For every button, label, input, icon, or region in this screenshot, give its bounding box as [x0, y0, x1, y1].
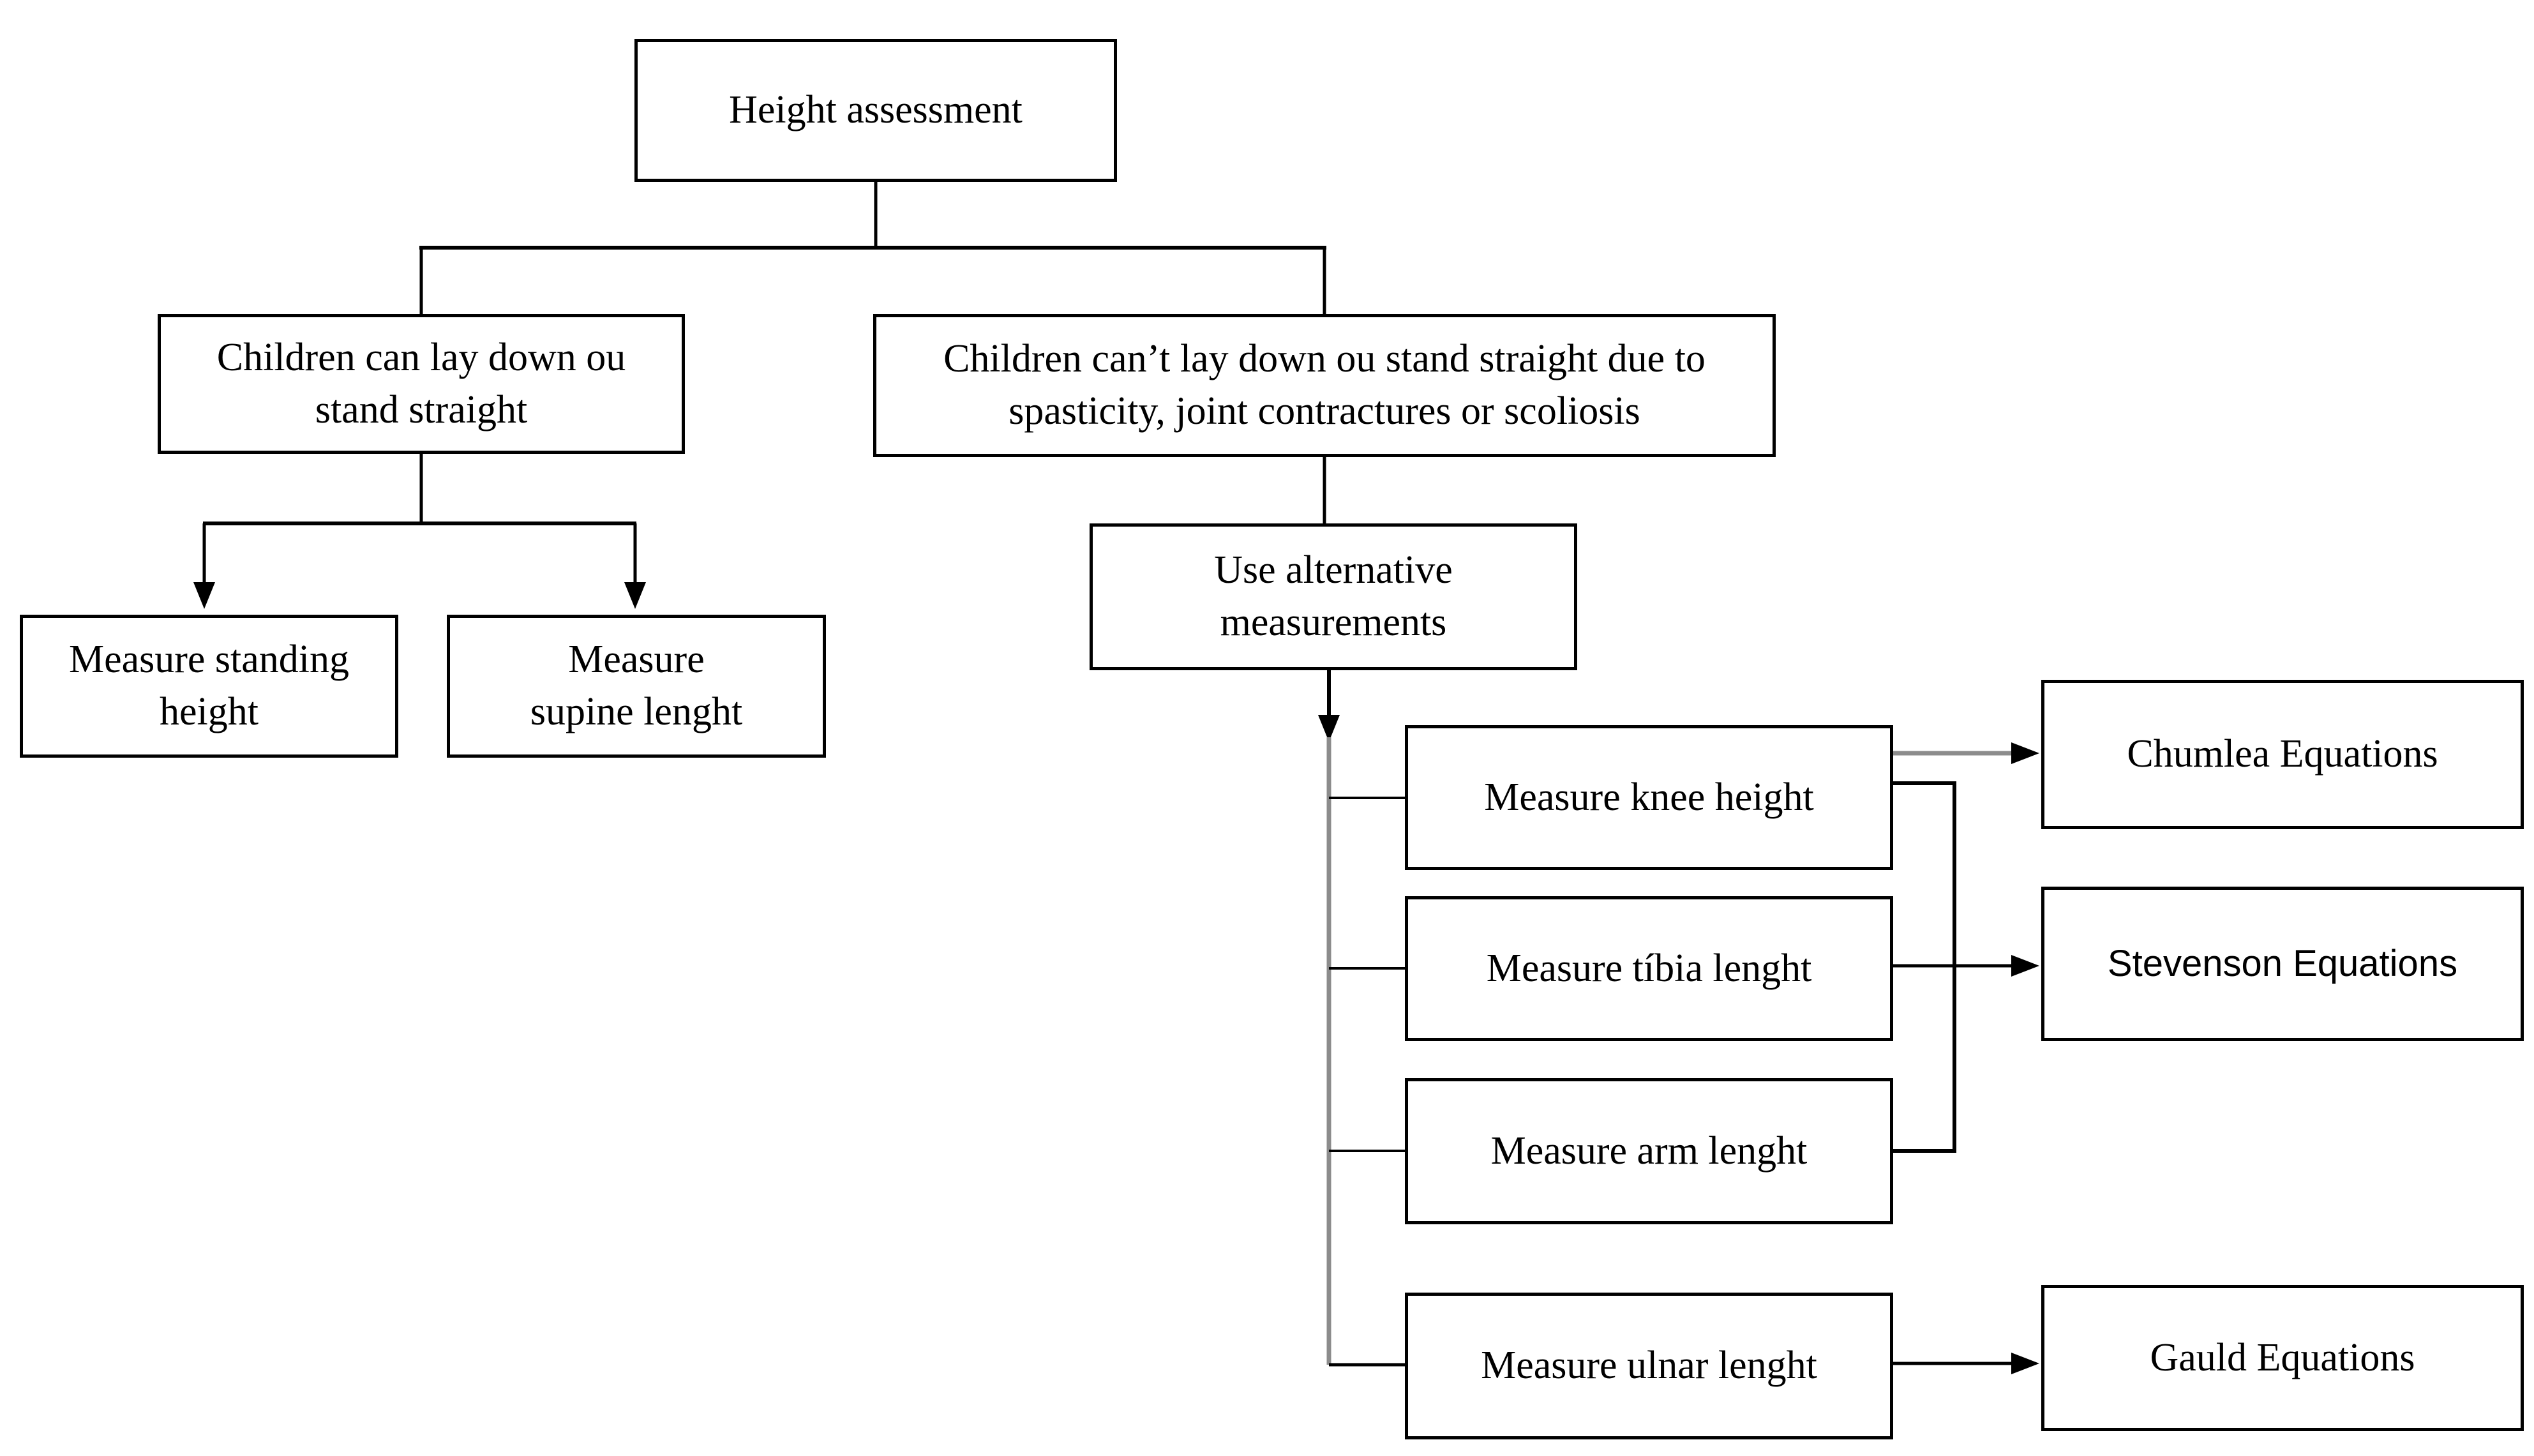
node-use-alternative: Use alternative measurements [1090, 523, 1577, 670]
arrowhead-gauld [2011, 1353, 2039, 1374]
node-chumlea-equations: Chumlea Equations [2041, 680, 2524, 829]
node-label: Measure knee height [1484, 775, 1814, 819]
arrowhead-chumlea [2011, 742, 2039, 764]
node-label: Gauld Equations [2150, 1335, 2415, 1379]
node-label: Measure ulnar lenght [1481, 1344, 1817, 1388]
node-label: Children can lay down ou stand straight [216, 335, 626, 432]
node-can-lay-down: Children can lay down ou stand straight [158, 314, 685, 454]
arrowhead-stevenson [2011, 955, 2039, 977]
node-label: Measure tíbia lenght [1486, 946, 1812, 990]
node-supine-lenght: Measure supine lenght [447, 615, 826, 758]
edge-knee-arm-bracket [1893, 781, 1956, 1153]
node-label: Use alternative measurements [1214, 548, 1453, 644]
arrowhead-supine [624, 582, 646, 609]
node-cant-lay-down: Children can’t lay down ou stand straigh… [873, 314, 1776, 457]
node-label: Measure supine lenght [530, 638, 743, 733]
node-height-assessment: Height assessment [634, 39, 1117, 182]
node-tibia-lenght: Measure tíbia lenght [1405, 896, 1893, 1041]
node-label: Measure standing height [68, 638, 350, 733]
node-label: Children can’t lay down ou stand straigh… [943, 337, 1706, 433]
node-label: Stevenson Equations [2107, 942, 2458, 984]
node-gauld-equations: Gauld Equations [2041, 1285, 2524, 1431]
arrowhead-standing [193, 582, 215, 609]
node-label: Height assessment [729, 88, 1023, 132]
arrowhead-alt [1318, 715, 1340, 742]
node-ulnar-lenght: Measure ulnar lenght [1405, 1293, 1893, 1439]
node-standing-height: Measure standing height [20, 615, 398, 758]
node-stevenson-equations: Stevenson Equations [2041, 887, 2524, 1041]
node-arm-lenght: Measure arm lenght [1405, 1078, 1893, 1224]
node-label: Measure arm lenght [1490, 1129, 1808, 1173]
node-label: Chumlea Equations [2127, 732, 2438, 776]
node-knee-height: Measure knee height [1405, 725, 1893, 870]
